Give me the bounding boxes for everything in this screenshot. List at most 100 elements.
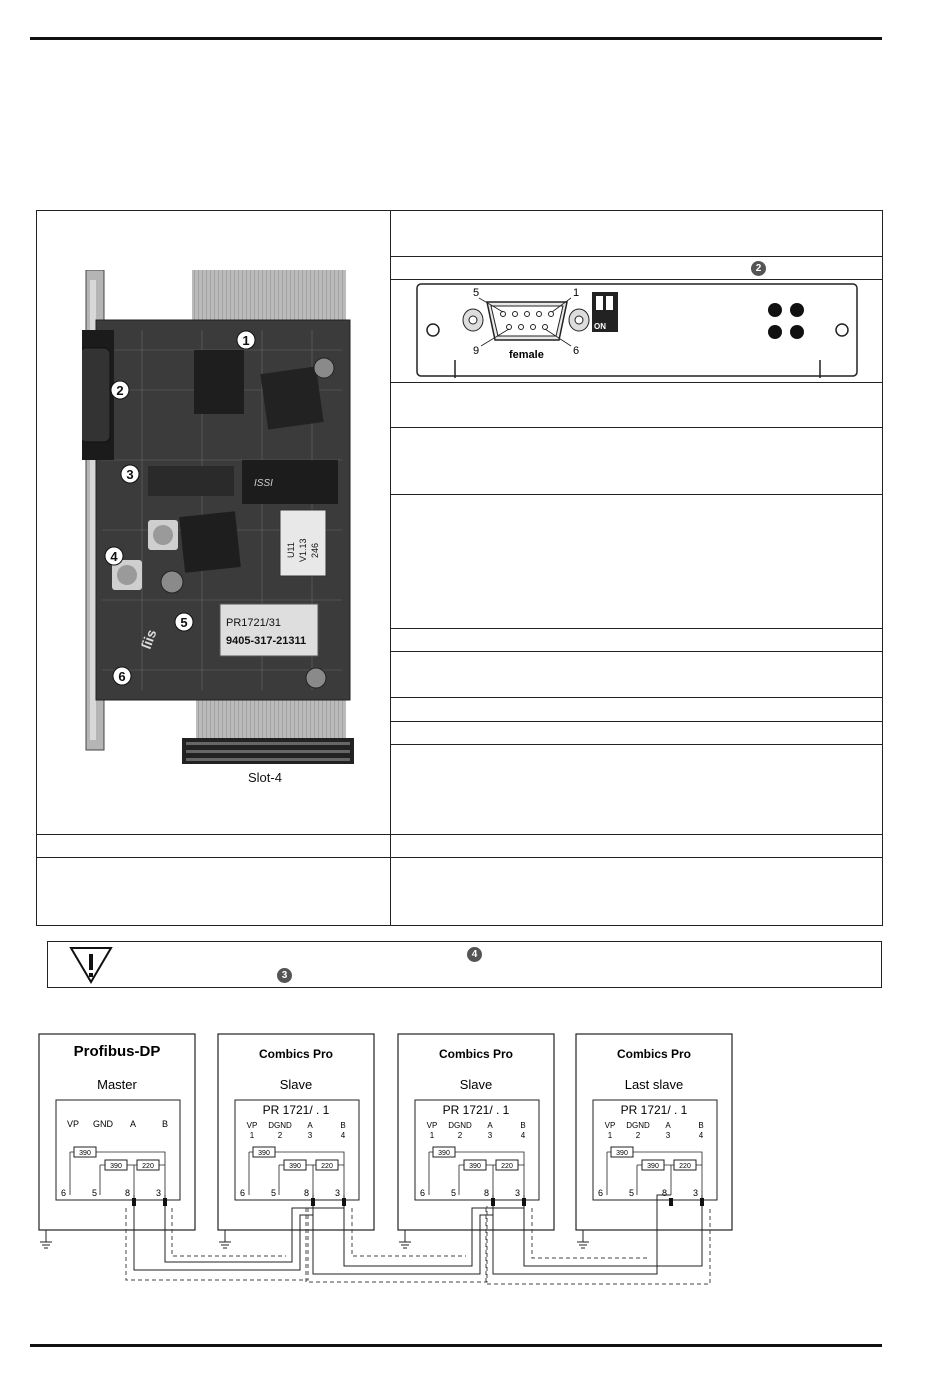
chip2-line2: V1.13 <box>298 538 308 562</box>
callout-2: 2 <box>116 383 123 398</box>
dip-on-label: ON <box>594 322 606 331</box>
board-label-line1: PR1721/31 <box>226 617 281 629</box>
master-res-2: 390 <box>110 1163 122 1170</box>
master-station: Profibus-DP Master VP GND A B 390 390 22… <box>38 1033 196 1249</box>
master-title: Profibus-DP <box>74 1043 161 1060</box>
master-pin-vp: VP <box>67 1119 79 1129</box>
slave-2-pin-vp: VP <box>427 1121 438 1130</box>
slave-1-pinnum-2: 2 <box>278 1131 283 1140</box>
slave-2-pinnum-4: 4 <box>521 1131 526 1140</box>
slave-1-pin-vp: VP <box>247 1121 258 1130</box>
slave-3-res-1: 390 <box>616 1150 628 1157</box>
board-photo: ISSI U11 V1.13 246 PR1721/31 9405-317-21… <box>82 270 354 764</box>
slave-2-term-3: 3 <box>515 1188 520 1198</box>
slave-2-term-6: 6 <box>420 1188 425 1198</box>
bottom-rule <box>30 1344 882 1347</box>
slave-station-2: Combics Pro Slave PR 1721/ . 1 VP DGND A… <box>397 1033 555 1249</box>
master-pin-gnd: GND <box>93 1119 114 1129</box>
slave-2-res-1: 390 <box>438 1150 450 1157</box>
slave-3-res-2: 390 <box>647 1163 659 1170</box>
slave-3-pinnum-2: 2 <box>636 1131 641 1140</box>
slave-3-term-6: 6 <box>598 1188 603 1198</box>
top-rule <box>30 37 882 40</box>
pin-1-label: 1 <box>573 287 579 299</box>
callout-3: 3 <box>126 467 133 482</box>
slave-3-term-8: 8 <box>662 1188 667 1198</box>
slave-1-pin-b: B <box>340 1121 345 1130</box>
slave-3-term-3: 3 <box>693 1188 698 1198</box>
slave-3-pinnum-1: 1 <box>608 1131 613 1140</box>
slave-3-brand: Combics Pro <box>617 1047 691 1061</box>
warning-box <box>47 941 882 988</box>
slave-2-term-5: 5 <box>451 1188 456 1198</box>
profibus-wiring-diagram: Profibus-DP Master VP GND A B 390 390 22… <box>38 1033 733 1285</box>
callout-1: 1 <box>242 333 249 348</box>
warning-triangle-icon <box>69 947 113 984</box>
slave-3-pin-dgnd: DGND <box>626 1121 650 1130</box>
board-brand: ſiis <box>138 627 160 651</box>
slave-2-pinnum-1: 1 <box>430 1131 435 1140</box>
slave-1-pinnum-4: 4 <box>341 1131 346 1140</box>
slave-2-term-8: 8 <box>484 1188 489 1198</box>
slave-3-pin-a: A <box>665 1121 671 1130</box>
master-role: Master <box>97 1077 137 1092</box>
slave-3-role: Last slave <box>625 1077 684 1092</box>
slave-2-pin-dgnd: DGND <box>448 1121 472 1130</box>
master-res-3: 220 <box>142 1163 154 1170</box>
slave-2-module: PR 1721/ . 1 <box>443 1103 510 1117</box>
slave-2-res-3: 220 <box>501 1163 513 1170</box>
pin-5-label: 5 <box>473 287 479 299</box>
slave-station-1: Combics Pro Slave PR 1721/ . 1 VP DGND A… <box>217 1033 375 1249</box>
slave-3-module: PR 1721/ . 1 <box>621 1103 688 1117</box>
master-term-6: 6 <box>61 1188 66 1198</box>
slot-label: Slot-4 <box>248 770 282 785</box>
slave-1-term-5: 5 <box>271 1188 276 1198</box>
pin-6-label: 6 <box>573 345 579 357</box>
slave-3-term-5: 5 <box>629 1188 634 1198</box>
slave-2-brand: Combics Pro <box>439 1047 513 1061</box>
slave-3-pinnum-4: 4 <box>699 1131 704 1140</box>
info-table <box>36 210 883 926</box>
callout-4: 4 <box>110 549 118 564</box>
table-divider <box>390 210 391 926</box>
slave-1-term-3: 3 <box>335 1188 340 1198</box>
slave-2-pinnum-3: 3 <box>488 1131 493 1140</box>
slave-2-pin-a: A <box>487 1121 493 1130</box>
slave-1-pinnum-3: 3 <box>308 1131 313 1140</box>
master-term-8: 8 <box>125 1188 130 1198</box>
slave-3-pin-vp: VP <box>605 1121 616 1130</box>
slave-2-res-2: 390 <box>469 1163 481 1170</box>
callout-6: 6 <box>118 669 125 684</box>
slave-3-pinnum-3: 3 <box>666 1131 671 1140</box>
slave-1-module: PR 1721/ . 1 <box>263 1103 330 1117</box>
master-term-3: 3 <box>156 1188 161 1198</box>
callout-5: 5 <box>180 615 187 630</box>
master-term-5: 5 <box>92 1188 97 1198</box>
slave-3-pin-b: B <box>698 1121 703 1130</box>
slave-1-role: Slave <box>280 1077 313 1092</box>
chip2-line3: 246 <box>310 543 320 558</box>
chip2-line1: U11 <box>286 542 296 558</box>
slave-2-pinnum-2: 2 <box>458 1131 463 1140</box>
warning-badge-4: 4 <box>467 947 482 962</box>
slave-1-res-2: 390 <box>289 1163 301 1170</box>
slave-1-res-1: 390 <box>258 1150 270 1157</box>
connector-bracket: 5 1 9 6 female ON <box>416 283 858 378</box>
slave-1-brand: Combics Pro <box>259 1047 333 1061</box>
bus-shield <box>125 1206 711 1285</box>
slave-1-term-6: 6 <box>240 1188 245 1198</box>
master-res-1: 390 <box>79 1150 91 1157</box>
master-pin-b: B <box>162 1119 168 1129</box>
slave-2-pin-b: B <box>520 1121 525 1130</box>
slave-1-pinnum-1: 1 <box>250 1131 255 1140</box>
connector-ref-badge: 2 <box>751 261 766 276</box>
board-label-line2: 9405-317-21311 <box>226 635 306 647</box>
slave-1-res-3: 220 <box>321 1163 333 1170</box>
chip-brand-label: ISSI <box>254 478 273 489</box>
warning-badge-3: 3 <box>277 968 292 983</box>
master-pin-a: A <box>130 1119 136 1129</box>
pin-9-label: 9 <box>473 345 479 357</box>
slave-1-pin-a: A <box>307 1121 313 1130</box>
slave-1-pin-dgnd: DGND <box>268 1121 292 1130</box>
slave-1-term-8: 8 <box>304 1188 309 1198</box>
